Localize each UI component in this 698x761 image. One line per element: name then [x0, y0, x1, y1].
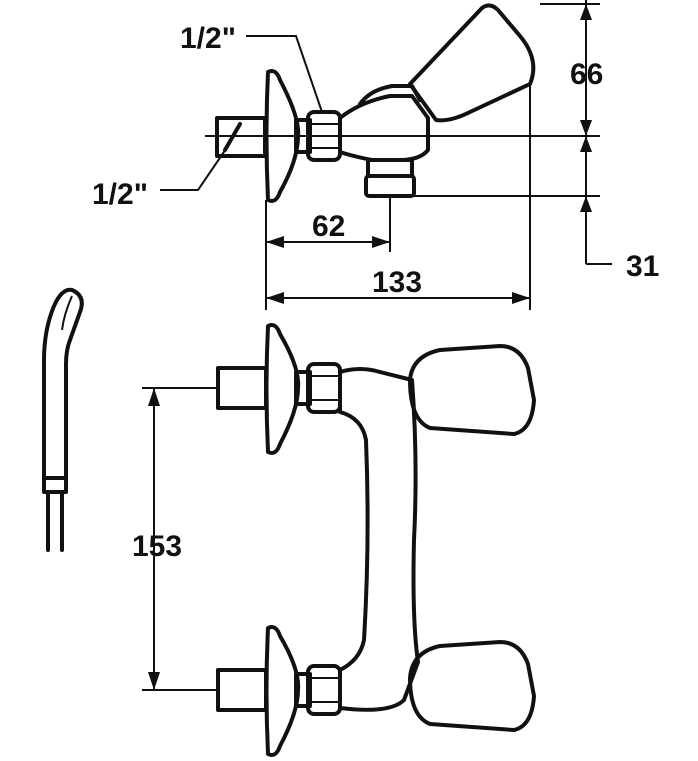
front-inlet-stub-lower: [216, 668, 268, 712]
front-union-nut-lower: [306, 664, 342, 716]
front-inlet-stub-upper: [216, 366, 268, 410]
front-view: [142, 323, 536, 757]
label-total-depth: 133: [372, 266, 422, 299]
hand-shower: [42, 287, 84, 552]
side-lever-base: [358, 84, 422, 106]
front-mixer-body: [338, 367, 420, 712]
side-rosette: [264, 69, 301, 203]
side-outlet-nut: [364, 174, 416, 198]
side-body: [338, 94, 430, 162]
leader-thread-top: [246, 35, 323, 113]
label-height-lower: 31: [626, 250, 659, 283]
side-lever-handle: [408, 3, 536, 123]
side-outlet: [366, 158, 414, 178]
front-union-nut-upper: [306, 362, 342, 414]
front-rosette-upper: [264, 323, 301, 455]
label-center-distance: 153: [132, 530, 182, 563]
front-lever-upper: [408, 344, 536, 436]
side-view: [160, 0, 612, 310]
leader-thread-side: [160, 145, 229, 191]
label-height-upper: 66: [570, 58, 603, 91]
label-thread-top: 1/2": [180, 22, 236, 55]
hand-shower-head: [42, 287, 84, 480]
front-lever-lower: [408, 640, 536, 732]
label-thread-side: 1/2": [92, 178, 148, 211]
front-rosette-lower: [264, 625, 301, 757]
label-outlet-offset: 62: [312, 210, 345, 243]
hand-shower-grip-end: [42, 476, 68, 494]
